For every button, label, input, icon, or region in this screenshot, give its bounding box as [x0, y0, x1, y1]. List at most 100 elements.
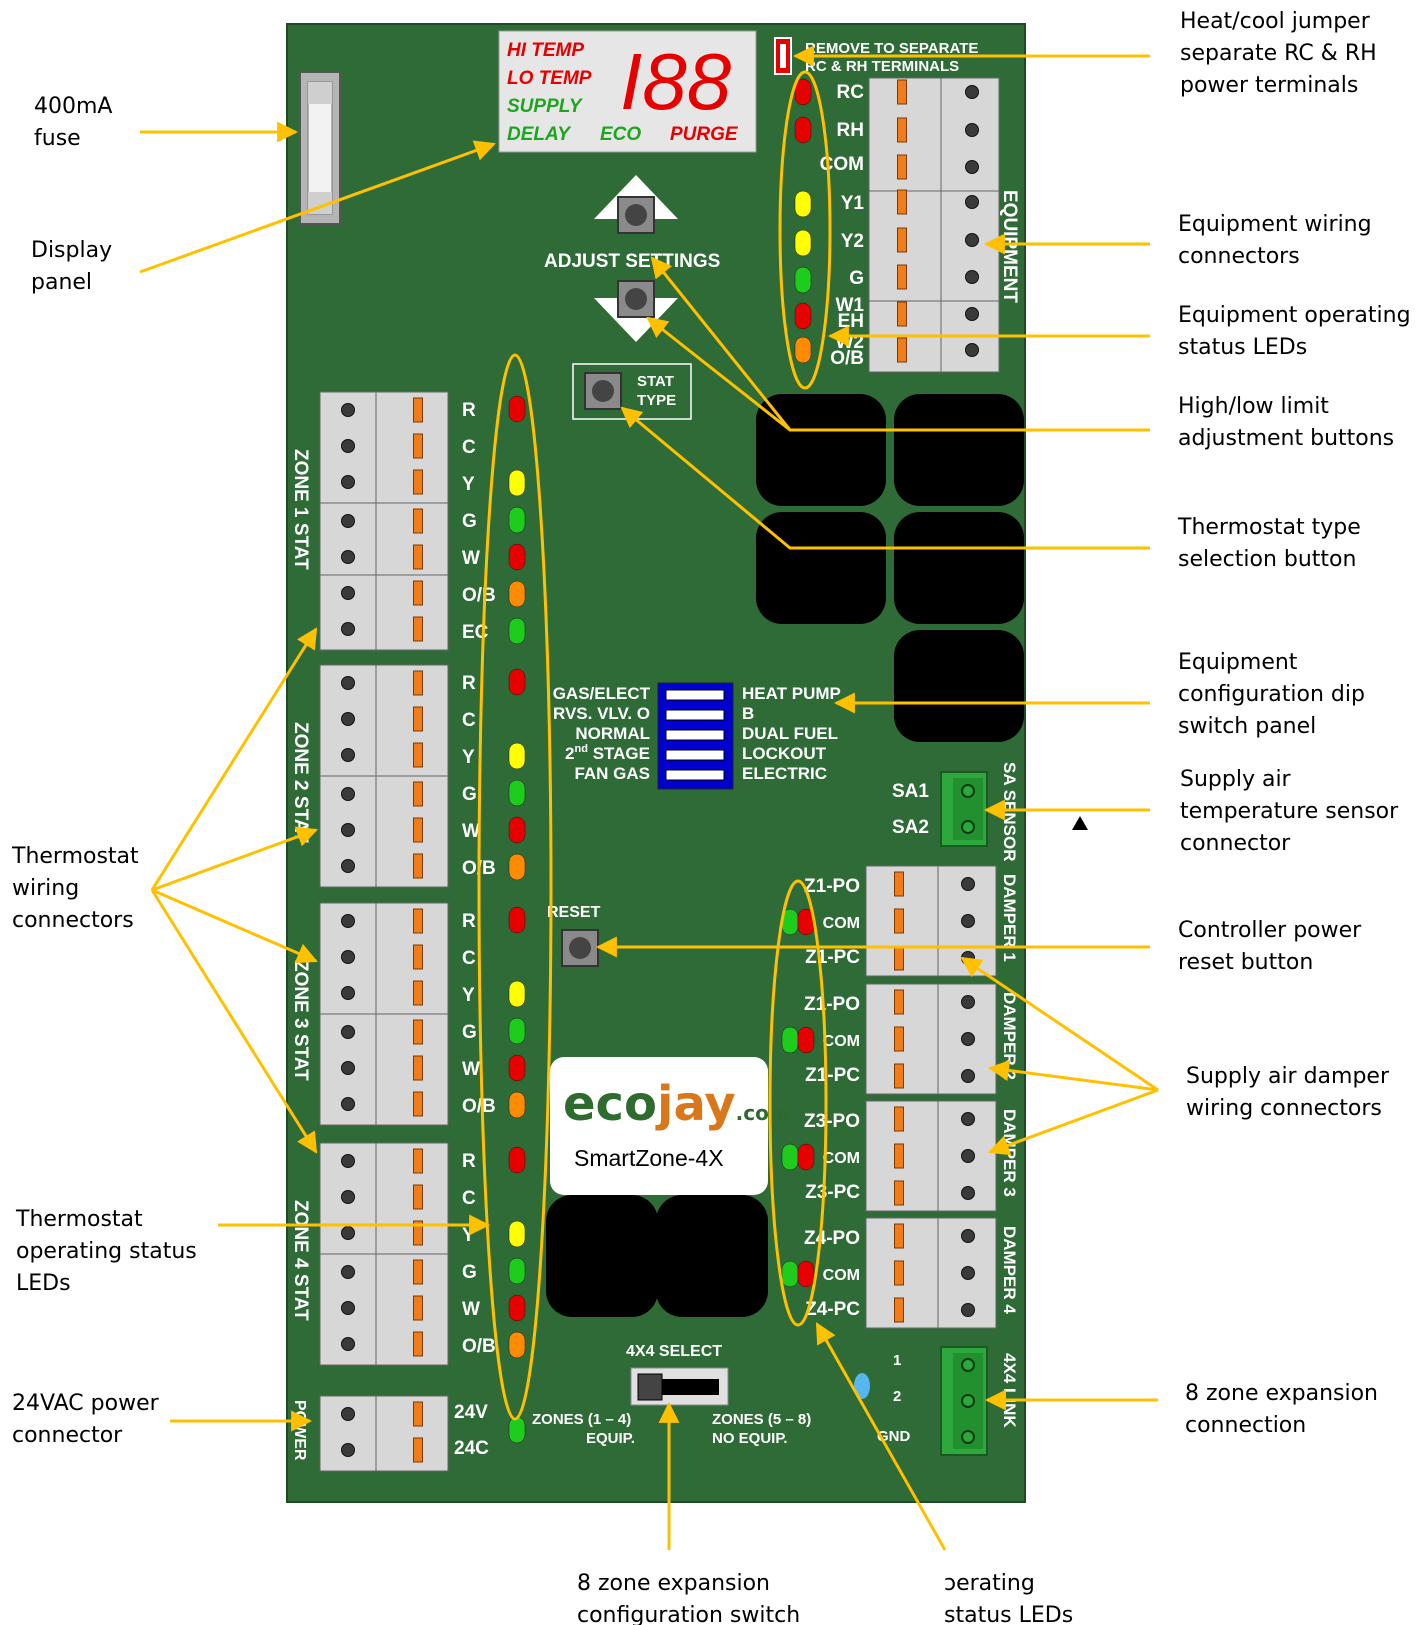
zone-2-terminal-y: Y — [462, 747, 475, 768]
zone-1-terminal-ob: O/B — [462, 585, 496, 606]
damper-2-com: COM — [823, 1033, 860, 1050]
damper-2-connector[interactable] — [865, 983, 997, 1095]
damper-3-po: Z3-PO — [804, 1111, 860, 1132]
damper-4-led-close — [797, 1260, 815, 1288]
dip-right-label-5: ELECTRIC — [742, 764, 827, 783]
annotation-jumper-1: Heat/cool jumper — [1180, 9, 1371, 34]
power-24c-label: 24C — [454, 1438, 489, 1459]
equipment-led-2 — [794, 116, 812, 144]
dip-switch-panel[interactable] — [657, 682, 734, 790]
annotation-fuse-2: fuse — [34, 126, 81, 151]
damper-1-connector[interactable] — [865, 865, 997, 977]
annotation-expansion-switch-1: 8 zone expansion — [577, 1571, 770, 1596]
display-delay: DELAY — [507, 124, 572, 145]
equipment-connector[interactable] — [868, 77, 1000, 373]
zone-4-connector[interactable] — [319, 1142, 449, 1366]
4x4-link-connector[interactable] — [940, 1346, 988, 1456]
annotation-limit-buttons-1: High/low limit — [1178, 394, 1329, 419]
sa1-label: SA1 — [892, 781, 929, 802]
equipment-led-7 — [794, 336, 812, 364]
link-led — [854, 1373, 870, 1399]
zone-1-terminal-y: Y — [462, 474, 475, 495]
jumper-label-1: REMOVE TO SEPARATE — [805, 40, 978, 57]
dip-right-label-4: LOCKOUT — [742, 744, 827, 763]
damper-4-title: DAMPER 4 — [1000, 1226, 1019, 1314]
zone-4-terminal-g: G — [462, 1262, 477, 1283]
display-eco: ECO — [600, 124, 641, 145]
4x4-select-switch[interactable] — [630, 1367, 729, 1406]
annotation-sa-conn-1: Supply air — [1180, 767, 1292, 792]
annotation-sa-conn-2: temperature sensor — [1180, 799, 1399, 824]
sa-sensor-connector[interactable] — [940, 771, 988, 847]
zone-2-led-g — [508, 779, 526, 807]
zone-2-connector[interactable] — [319, 664, 449, 888]
dip-switch-4[interactable] — [665, 749, 725, 761]
dip-switch-1[interactable] — [665, 689, 725, 701]
annotation-damper-leds-2: status LEDs — [944, 1603, 1073, 1625]
select-left-2: EQUIP. — [586, 1430, 635, 1447]
damper-2-po: Z1-PO — [804, 994, 860, 1015]
damper-4-connector[interactable] — [865, 1217, 997, 1329]
zone-2-title: ZONE 2 STAT — [290, 722, 311, 843]
equipment-led-3 — [794, 190, 812, 218]
dip-left-label-2: RVS. VLV. O — [553, 704, 650, 723]
zone-3-led-y — [508, 980, 526, 1008]
jumper-label-2: RC & RH TERMINALS — [805, 58, 959, 75]
annotation-dip-3: switch panel — [1178, 714, 1316, 739]
adjust-down-button[interactable] — [594, 280, 678, 342]
relay-blocks — [546, 394, 1024, 1317]
annotation-stat-leds-2: operating status — [16, 1239, 197, 1264]
dip-left-label-1: GAS/ELECT — [553, 684, 651, 703]
dip-left-label-4: 2nd STAGE — [565, 743, 650, 763]
equipment-terminal-w1: W1 — [836, 295, 865, 316]
zone-3-led-ob — [508, 1091, 526, 1119]
zone-3-terminal-r: R — [462, 911, 476, 932]
display-supply: SUPPLY — [507, 96, 584, 117]
damper-2-pc: Z1-PC — [805, 1065, 860, 1086]
link-terminal-gnd: GND — [877, 1428, 911, 1445]
zone-2-led-r — [508, 668, 526, 696]
dip-switch-5[interactable] — [665, 769, 725, 781]
zone-1-led-g — [508, 506, 526, 534]
zone-2-terminal-g: G — [462, 784, 477, 805]
annotation-equip-conn-1: Equipment wiring — [1178, 212, 1372, 237]
dip-switch-3[interactable] — [665, 729, 725, 741]
damper-3-connector[interactable] — [865, 1100, 997, 1212]
equipment-led-highlight — [778, 70, 832, 390]
zone-3-led-r — [508, 906, 526, 934]
equipment-terminal-eh: EH — [838, 311, 864, 332]
zone-1-led-ec — [508, 617, 526, 645]
zone-1-terminal-r: R — [462, 400, 476, 421]
power-connector[interactable] — [319, 1395, 449, 1472]
link-terminal-1: 1 — [893, 1352, 901, 1369]
annotation-equip-leds-1: Equipment operating — [1178, 303, 1411, 328]
zone-1-connector[interactable] — [319, 391, 449, 651]
fuse[interactable] — [299, 71, 341, 225]
annotation-damper-conn-2: wiring connectors — [1186, 1096, 1382, 1121]
dip-switch-2[interactable] — [665, 709, 725, 721]
annotation-fuse-1: 400mA — [34, 94, 112, 119]
display-digits: I88 — [620, 37, 732, 126]
zone-1-terminal-c: C — [462, 437, 476, 458]
zone-4-title: ZONE 4 STAT — [290, 1200, 311, 1321]
annotation-stat-conn-2: wiring — [12, 876, 79, 901]
equipment-led-6 — [794, 302, 812, 330]
damper-4-led-open — [781, 1260, 799, 1288]
adjust-up-button[interactable] — [594, 175, 678, 234]
zone-4-led-ob — [508, 1331, 526, 1359]
annotation-expansion-switch-2: configuration switch — [577, 1603, 800, 1625]
damper-4-pc: Z4-PC — [805, 1299, 860, 1320]
damper-2-led-close — [797, 1026, 815, 1054]
annotation-stat-conn-3: connectors — [12, 908, 134, 933]
zone-3-connector[interactable] — [319, 902, 449, 1126]
equipment-terminal-g: G — [849, 268, 864, 289]
zone-4-terminal-w: W — [462, 1299, 480, 1320]
zone-1-terminal-w: W — [462, 548, 480, 569]
zone-1-led-ob — [508, 580, 526, 608]
zone-2-terminal-r: R — [462, 673, 476, 694]
zone-4-terminal-c: C — [462, 1188, 476, 1209]
reset-button[interactable] — [561, 929, 599, 967]
damper-1-com: COM — [823, 915, 860, 932]
annotation-reset-button-1: Controller power — [1178, 918, 1362, 943]
